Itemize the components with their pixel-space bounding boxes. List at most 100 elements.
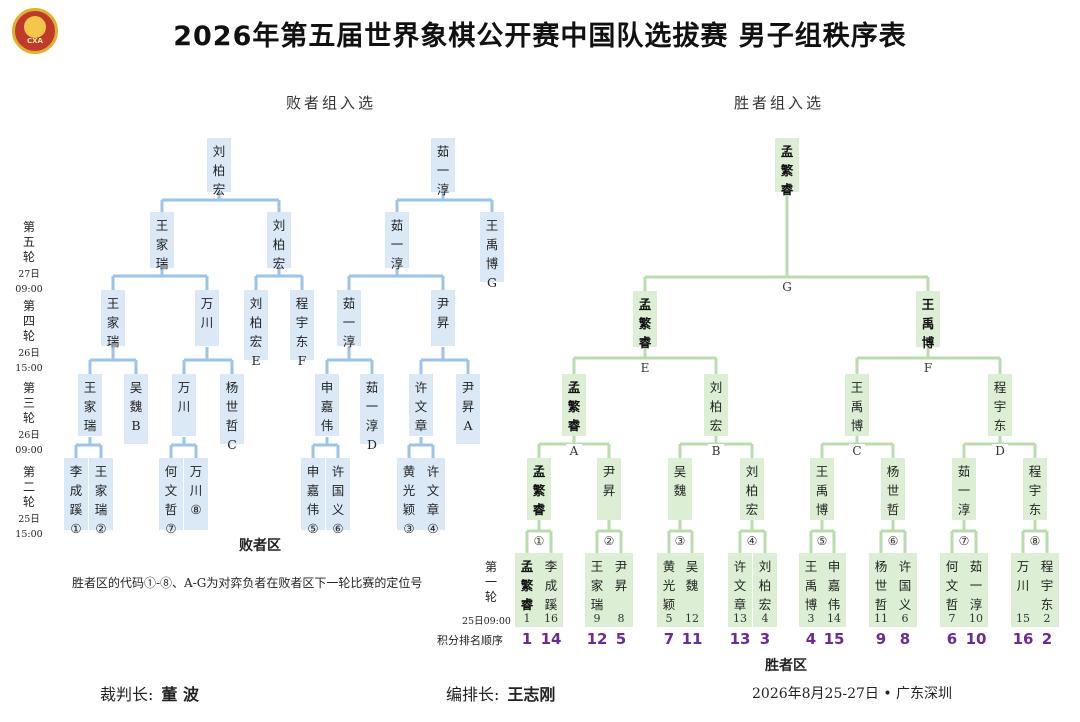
- rank-number: 1: [521, 630, 533, 648]
- logo-text: CXA: [27, 37, 43, 45]
- losers-r4-player: 万川: [195, 290, 219, 346]
- winners-r1-player: 杨世哲: [869, 553, 893, 627]
- referee-name: 董 波: [161, 685, 199, 704]
- code-r1: ④: [743, 534, 761, 548]
- winners-r1-player: 许文章: [728, 553, 752, 627]
- rank-number: 10: [965, 630, 987, 648]
- player-name: 吴魏: [685, 559, 699, 593]
- seed-number: 6: [901, 612, 909, 625]
- winners-r2-player: 刘柏宏: [740, 458, 764, 520]
- losers-r4-player: 尹昇: [431, 290, 455, 346]
- seed-number: 13: [733, 612, 747, 625]
- referee: 裁判长: 董 波: [100, 681, 199, 705]
- rank-number: 3: [759, 630, 771, 648]
- winners-r1-player: 吴魏: [680, 553, 704, 627]
- winners-r1-player: 王禹博: [799, 553, 823, 627]
- seed-number: 15: [1016, 612, 1030, 625]
- losers-r3-player: 王家瑞: [78, 374, 102, 436]
- rank-number: 4: [805, 630, 817, 648]
- player-name: 申嘉伟: [320, 380, 334, 433]
- rank-number: 2: [1041, 630, 1053, 648]
- player-name: 王禹博: [815, 464, 829, 517]
- winners-r1-player: 刘柏宏: [753, 553, 777, 627]
- code-r3: F: [920, 361, 936, 375]
- seed-number: 4: [761, 612, 769, 625]
- player-name: 吴魏: [673, 464, 687, 498]
- code-r2: B: [708, 444, 724, 458]
- player-name: 万川: [200, 296, 214, 330]
- player-name: 尹昇: [614, 559, 628, 593]
- player-name: 茹一淳: [342, 296, 356, 349]
- seed-number: 14: [827, 612, 841, 625]
- code-r1: ③: [671, 534, 689, 548]
- player-name: 黄光颖: [662, 559, 676, 612]
- seed-number: 12: [685, 612, 699, 625]
- player-name: 王家瑞: [590, 559, 604, 612]
- winners-section-title: 胜者组入选: [734, 94, 825, 112]
- winners-r2-player: 王禹博: [810, 458, 834, 520]
- losers-r5-player: 刘柏宏: [267, 212, 291, 271]
- winners-r3-player: 刘柏宏: [704, 374, 728, 436]
- player-name: 孟繁睿: [520, 559, 534, 612]
- rank-number: 16: [1012, 630, 1034, 648]
- winners-r2-player: 孟繁睿: [527, 458, 551, 520]
- player-name: 茹一淳: [969, 559, 983, 612]
- seed-number: 8: [617, 612, 625, 625]
- player-name: 王禹博: [921, 297, 935, 350]
- cxa-logo: CXA: [12, 8, 58, 54]
- player-name: 刘柏宏: [709, 380, 723, 433]
- winners-r1-player: 茹一淳: [964, 553, 988, 627]
- winners-r1-player: 何文哲: [940, 553, 964, 627]
- player-name: 刘柏宏: [758, 559, 772, 612]
- player-name: 程宇东: [993, 380, 1007, 433]
- player-name: 尹昇: [436, 296, 450, 330]
- player-name: 万川: [1016, 559, 1030, 593]
- player-name: 孟繁睿: [780, 144, 794, 197]
- winners-r1-player: 尹昇: [609, 553, 633, 627]
- player-name: 许国义: [898, 559, 912, 612]
- winners-r4-player: 孟繁睿: [633, 291, 657, 350]
- player-name: 刘柏宏: [745, 464, 759, 517]
- player-name: 王家瑞: [106, 296, 120, 349]
- winners-r1-player: 万川: [1011, 553, 1035, 627]
- round-label-1: 第一轮: [484, 560, 497, 604]
- player-name: 王家瑞: [155, 218, 169, 271]
- losers-r4-player: 茹一淳: [337, 290, 361, 349]
- rank-number: 11: [681, 630, 703, 648]
- referee-label: 裁判长:: [100, 685, 154, 704]
- code-r1: ①: [530, 534, 548, 548]
- code-r1: ②: [600, 534, 618, 548]
- player-name: 茹一淳: [436, 144, 450, 197]
- rank-number: 9: [875, 630, 887, 648]
- seed-number: 5: [665, 612, 673, 625]
- player-name: 王家瑞: [83, 380, 97, 433]
- winners-r1-player: 程宇东: [1035, 553, 1059, 627]
- winners-final-player: 孟繁睿: [775, 138, 799, 197]
- seed-number: 9: [593, 612, 601, 625]
- rank-number: 12: [586, 630, 608, 648]
- winners-r3-player: 王禹博: [845, 374, 869, 436]
- player-name: 杨世哲: [886, 464, 900, 517]
- player-name: 许文章: [733, 559, 747, 612]
- winners-r2-player: 尹昇: [597, 458, 621, 520]
